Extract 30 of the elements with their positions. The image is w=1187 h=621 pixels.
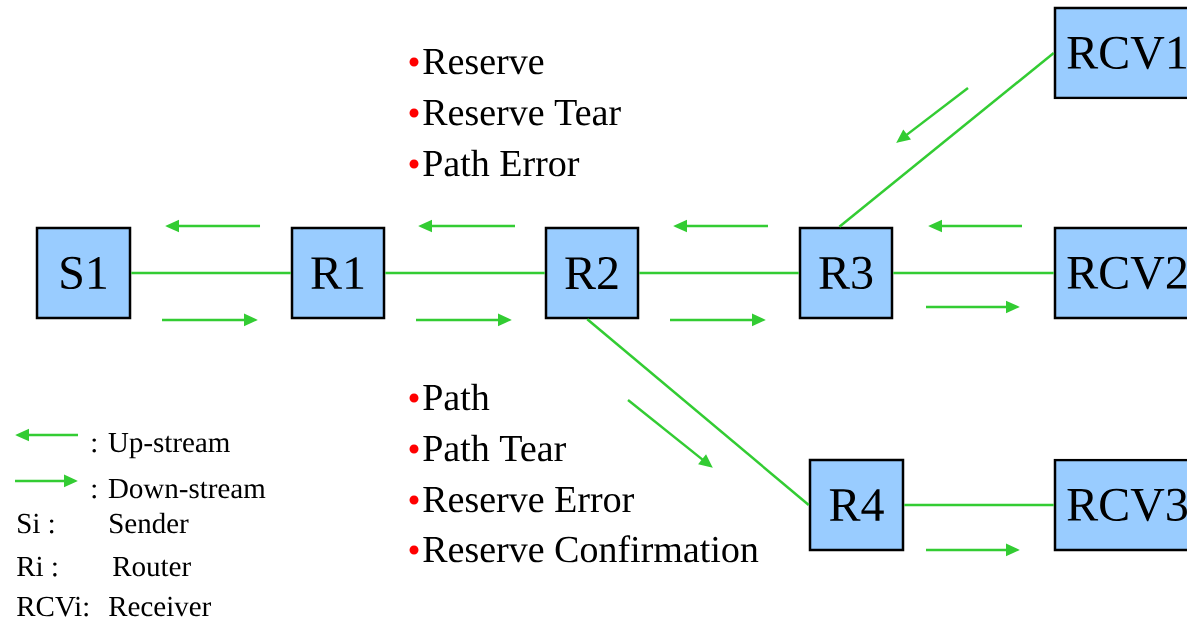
link-line (838, 52, 1055, 228)
legend-text: : Up-stream (92, 433, 230, 459)
router-box: R3 (798, 226, 894, 320)
router-box: R2 (544, 226, 640, 320)
router-box: RCV2 (1053, 226, 1187, 320)
label: Router (113, 557, 191, 577)
link-line (904, 503, 1054, 507)
legend-text: : Down-stream (92, 479, 266, 499)
router-box: RCV1 (1053, 6, 1187, 100)
link-line (639, 271, 799, 275)
link-line (893, 271, 1054, 275)
label: Receiver (109, 596, 211, 617)
label: Ri : (17, 556, 57, 577)
link-line (385, 271, 545, 275)
link-line (131, 271, 291, 275)
router-box: R4 (808, 458, 905, 552)
label: Reserve Confirmation (423, 535, 759, 563)
label: Reserve Tear (423, 100, 621, 126)
label: Reserve Error (423, 487, 634, 513)
label: Path (423, 383, 490, 411)
router-box: S1 (35, 226, 132, 320)
link-line (586, 318, 810, 506)
label: Sender (110, 512, 189, 534)
router-box: R1 (290, 226, 386, 320)
label: Reserve (423, 49, 544, 75)
label: Path Error (423, 149, 580, 177)
router-box: RCV3 (1053, 458, 1187, 552)
label: Si : (18, 513, 54, 534)
label: Path Tear (423, 434, 566, 462)
label: RCVi: (17, 596, 88, 617)
